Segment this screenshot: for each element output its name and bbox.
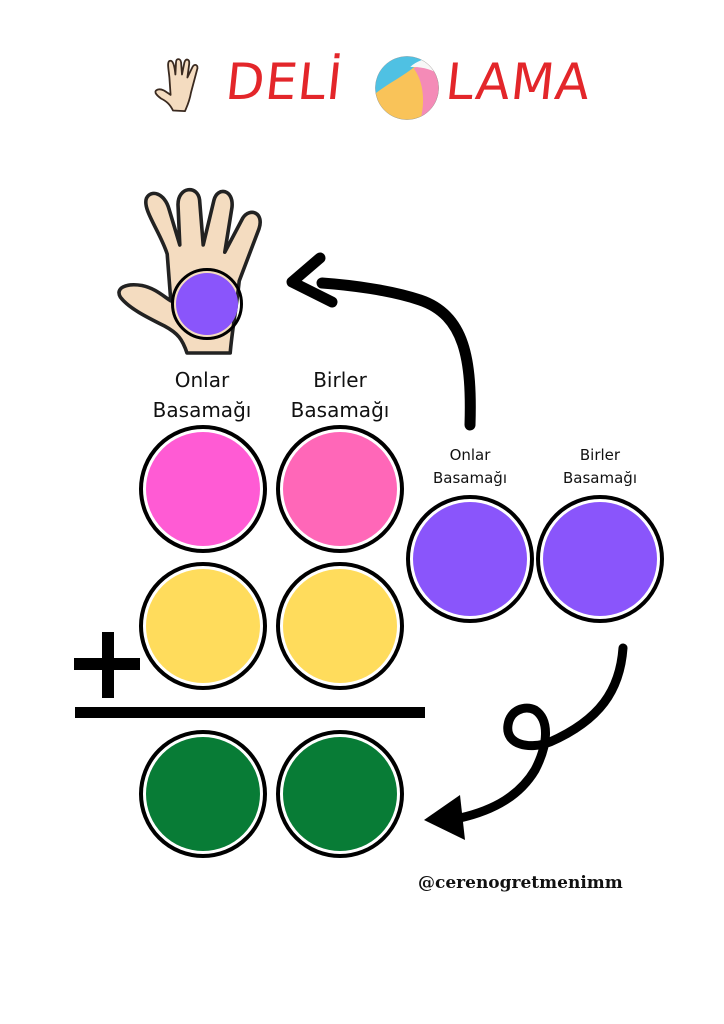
sum-line: [75, 707, 425, 718]
beach-ball-icon: [375, 56, 439, 120]
sum-circle-tens: [139, 730, 267, 858]
right-circle-ones-fill: [543, 502, 657, 616]
left-col-1-line2: Basamağı: [152, 398, 252, 422]
addend-1-circle-ones: [276, 425, 404, 553]
palm-circle: [171, 268, 243, 340]
addend-2-circle-fill: [146, 569, 260, 683]
right-col-2-line1: Birler: [579, 446, 621, 464]
loop-arrow-down-icon: [424, 643, 628, 840]
addend-2-circle-ones: [276, 562, 404, 690]
sum-circle-ones: [276, 730, 404, 858]
addend-1-circle-fill: [146, 432, 260, 546]
right-col-1-label: Onlar Basamağı: [410, 444, 530, 490]
title-part-2: LAMA: [442, 53, 594, 111]
right-circle-ones: [536, 495, 664, 623]
sum-circle-fill: [283, 737, 397, 851]
right-col-2-label: Birler Basamağı: [540, 444, 660, 490]
title-part-1: DELİ: [222, 53, 346, 111]
right-col-1-line1: Onlar: [449, 446, 491, 464]
author-handle: @cerenogretmenimm: [418, 873, 623, 893]
right-col-2-line2: Basamağı: [563, 469, 637, 487]
right-circle-tens: [406, 495, 534, 623]
addend-2-circle-fill: [283, 569, 397, 683]
left-col-2-line1: Birler: [313, 368, 367, 392]
left-col-1-label: Onlar Basamağı: [132, 365, 272, 425]
addend-1-circle-tens: [139, 425, 267, 553]
hand-icon: [154, 58, 199, 112]
left-col-2-line2: Basamağı: [290, 398, 390, 422]
right-circle-tens-fill: [413, 502, 527, 616]
left-col-1-line1: Onlar: [174, 368, 230, 392]
addend-1-circle-fill: [283, 432, 397, 546]
right-col-1-line2: Basamağı: [433, 469, 507, 487]
plus-icon: [74, 632, 140, 698]
palm-circle-fill: [176, 273, 238, 335]
sum-circle-fill: [146, 737, 260, 851]
addend-2-circle-tens: [139, 562, 267, 690]
left-col-2-label: Birler Basamağı: [270, 365, 410, 425]
curved-arrow-up-icon: [286, 252, 476, 431]
